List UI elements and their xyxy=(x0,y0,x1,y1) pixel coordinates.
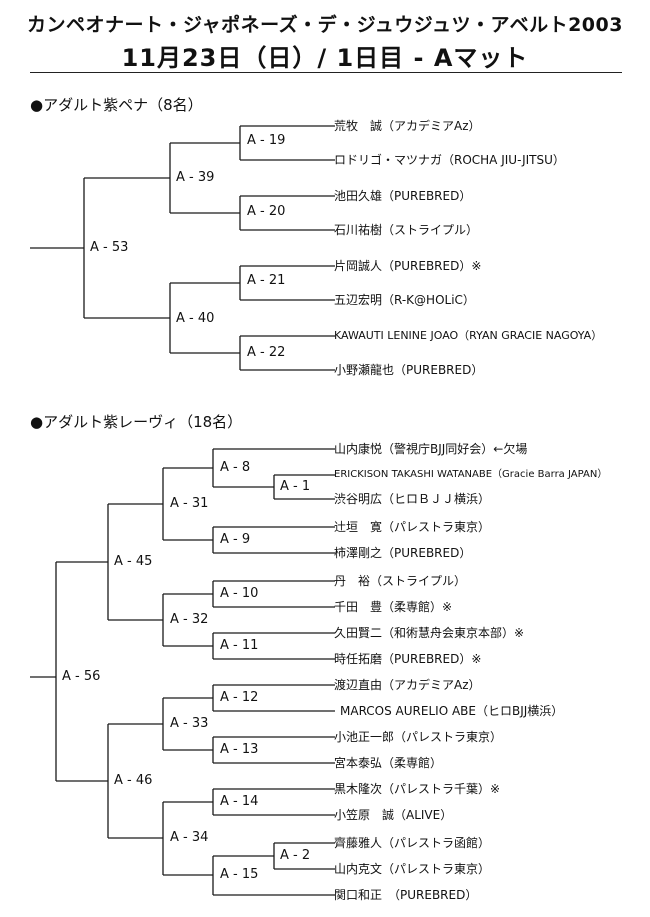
match-label: A - 13 xyxy=(220,742,259,757)
competitor: KAWAUTI LENINE JOAO（RYAN GRACIE NAGOYA） xyxy=(334,329,603,342)
competitor: 五辺宏明（R-K@HOLiC） xyxy=(334,293,475,307)
competitor: 石川祐樹（ストライプル） xyxy=(334,223,479,237)
competitor: 小池正一郎（パレストラ東京） xyxy=(334,730,503,744)
match-label: A - 22 xyxy=(247,345,286,360)
competitor: 時任拓磨（PUREBRED）※ xyxy=(334,652,482,666)
competitor: 千田 豊（柔専館）※ xyxy=(334,600,453,614)
match-label: A - 40 xyxy=(176,311,215,326)
match-label: A - 9 xyxy=(220,532,251,547)
match-label: A - 10 xyxy=(220,586,259,601)
competitor: 久田賢二（和術慧舟会東京本部）※ xyxy=(334,626,525,640)
bracket-title-leve: ●アダルト紫レーヴィ（18名） xyxy=(30,413,243,431)
competitor: ロドリゴ・マツナガ（ROCHA JIU-JITSU） xyxy=(334,153,565,167)
match-label: A - 31 xyxy=(170,496,209,511)
competitor: 小笠原 誠（ALIVE） xyxy=(334,808,453,822)
competitor: 池田久雄（PUREBRED） xyxy=(334,189,472,203)
match-label: A - 14 xyxy=(220,794,259,809)
competitor: 荒牧 誠（アカデミアAz） xyxy=(334,119,481,133)
match-label: A - 33 xyxy=(170,716,209,731)
match-label: A - 1 xyxy=(280,479,311,494)
competitor: 宮本泰弘（柔専館） xyxy=(334,756,443,770)
bracket-title-pena: ●アダルト紫ペナ（8名） xyxy=(30,96,203,114)
match-label: A - 53 xyxy=(90,240,129,255)
match-label: A - 11 xyxy=(220,638,259,653)
match-label: A - 15 xyxy=(220,867,259,882)
match-label: A - 46 xyxy=(114,773,153,788)
competitor: 山内克文（パレストラ東京） xyxy=(334,862,491,876)
match-label: A - 39 xyxy=(176,170,215,185)
event-title: カンペオナート・ジャポネーズ・デ・ジュウジュツ・アベルト2003 xyxy=(27,14,623,36)
competitor: 渡辺直由（アカデミアAz） xyxy=(334,678,481,692)
match-label: A - 32 xyxy=(170,612,209,627)
competitor: 丹 裕（ストライプル） xyxy=(334,574,467,588)
competitor: MARCOS AURELIO ABE（ヒロBJJ横浜） xyxy=(340,704,564,718)
competitor: 辻垣 寛（パレストラ東京） xyxy=(334,520,491,534)
competitor: 関口和正 （PUREBRED） xyxy=(334,888,478,902)
competitor: 柿澤剛之（PUREBRED） xyxy=(334,546,472,560)
match-label: A - 34 xyxy=(170,830,209,845)
competitor: 小野瀬龍也（PUREBRED） xyxy=(334,363,484,377)
competitor: 齊藤雅人（パレストラ函館） xyxy=(334,836,491,850)
match-label: A - 12 xyxy=(220,690,259,705)
match-label: A - 45 xyxy=(114,554,153,569)
competitor: 山内康悦（警視庁BJJ同好会）←欠場 xyxy=(334,442,528,456)
title-divider xyxy=(30,72,622,73)
event-date-mat: 11月23日（日）/ 1日目 - Aマット xyxy=(121,44,529,72)
match-label: A - 2 xyxy=(280,848,311,863)
match-label: A - 56 xyxy=(62,669,101,684)
match-label: A - 19 xyxy=(247,133,286,148)
match-label: A - 21 xyxy=(247,273,286,288)
competitor: 渋谷明広（ヒロＢＪＪ横浜） xyxy=(334,492,491,506)
competitor: 片岡誠人（PUREBRED）※ xyxy=(334,259,482,273)
competitor: 黒木隆次（パレストラ千葉）※ xyxy=(334,782,501,796)
match-label: A - 20 xyxy=(247,204,286,219)
competitor: ERICKISON TAKASHI WATANABE（Gracie Barra … xyxy=(334,469,608,480)
match-label: A - 8 xyxy=(220,460,251,475)
